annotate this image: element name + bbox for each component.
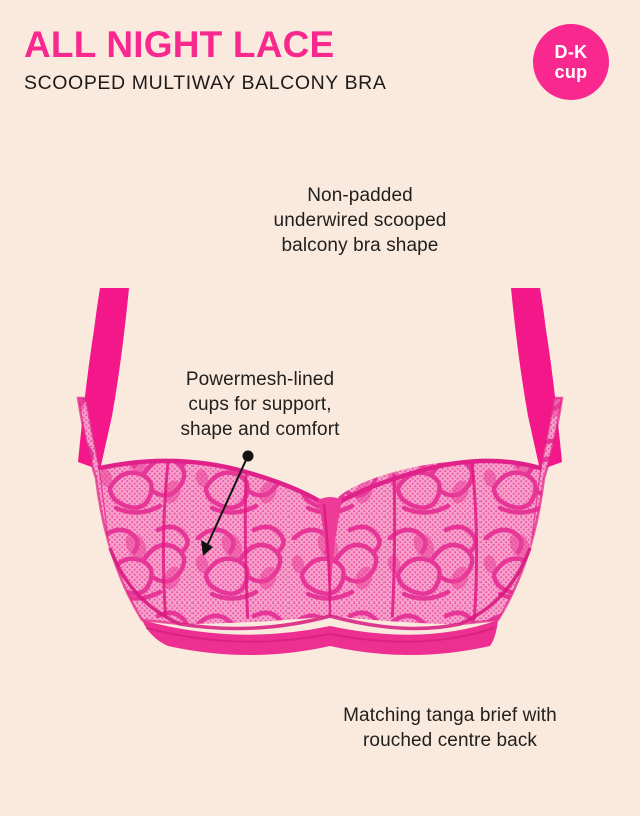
annotation-powermesh-line1: Powermesh-lined [185,369,335,390]
annotation-shape: Non-padded underwired scooped balcony br… [205,183,515,258]
page-title: ALL NIGHT LACE [24,24,335,65]
annotation-shape-line2: underwired scooped [273,210,447,231]
annotation-shape-line3: balcony bra shape [281,235,439,256]
annotation-powermesh: Powermesh-lined cups for support, shape … [140,367,380,442]
annotation-brief-line1: Matching tanga brief with [343,705,557,726]
page-subtitle: SCOOPED MULTIWAY BALCONY BRA [24,72,387,94]
leader-dot [242,450,254,462]
annotation-brief: Matching tanga brief with rouched centre… [300,703,600,753]
cup-badge-label: cup [554,62,588,82]
header: ALL NIGHT LACE SCOOPED MULTIWAY BALCONY … [24,24,494,96]
leader-arrowhead [201,540,213,556]
annotation-shape-line1: Non-padded [307,185,413,206]
annotation-powermesh-line3: shape and comfort [180,419,340,440]
annotation-powermesh-line2: cups for support, [188,394,332,415]
annotation-brief-line2: rouched centre back [362,730,538,751]
cup-badge-range: D-K [554,42,588,62]
cup-size-badge: D-K cup [533,24,609,100]
